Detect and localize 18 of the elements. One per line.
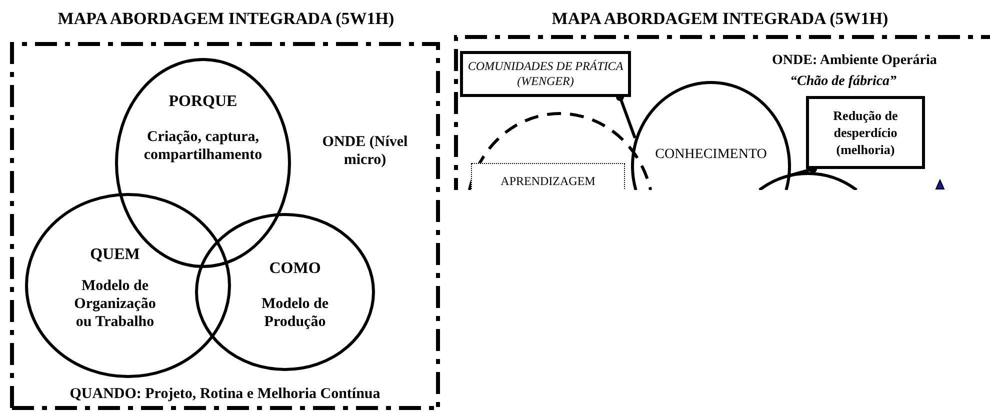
- circle-text: Modelo de Organização ou Trabalho: [73, 277, 157, 331]
- dotted-label-box: APRENDIZAGEM: [471, 163, 625, 190]
- text-box: [460, 51, 631, 97]
- panel-title: MAPA ABORDAGEM INTEGRADA (5W1H): [56, 8, 396, 30]
- circle-text: Modelo de Produção: [260, 295, 330, 331]
- where-label: ONDE (Nível micro): [321, 133, 409, 169]
- box-text: Redução de desperdício (melhoria): [832, 107, 899, 158]
- box-text: COMUNIDADES DE PRÁTICA (WENGER): [466, 59, 624, 89]
- circle-heading: PORQUE: [168, 92, 238, 112]
- panel-title: MAPA ABORDAGEM INTEGRADA (5W1H): [550, 8, 890, 30]
- text-box: [806, 96, 925, 169]
- circle-heading: QUEM: [89, 245, 141, 265]
- when-label: QUANDO: Projeto, Rotina e Melhoria Contínua: [68, 385, 382, 404]
- circle-text: Criação, captura, compartilhamento: [142, 128, 264, 164]
- circle-text: CONHECIMENTO: [654, 146, 768, 164]
- where-label: ONDE: Ambiente Operária: [772, 52, 937, 70]
- circle-heading: COMO: [268, 259, 322, 279]
- where-subtitle: “Chão de fábrica”: [790, 73, 897, 91]
